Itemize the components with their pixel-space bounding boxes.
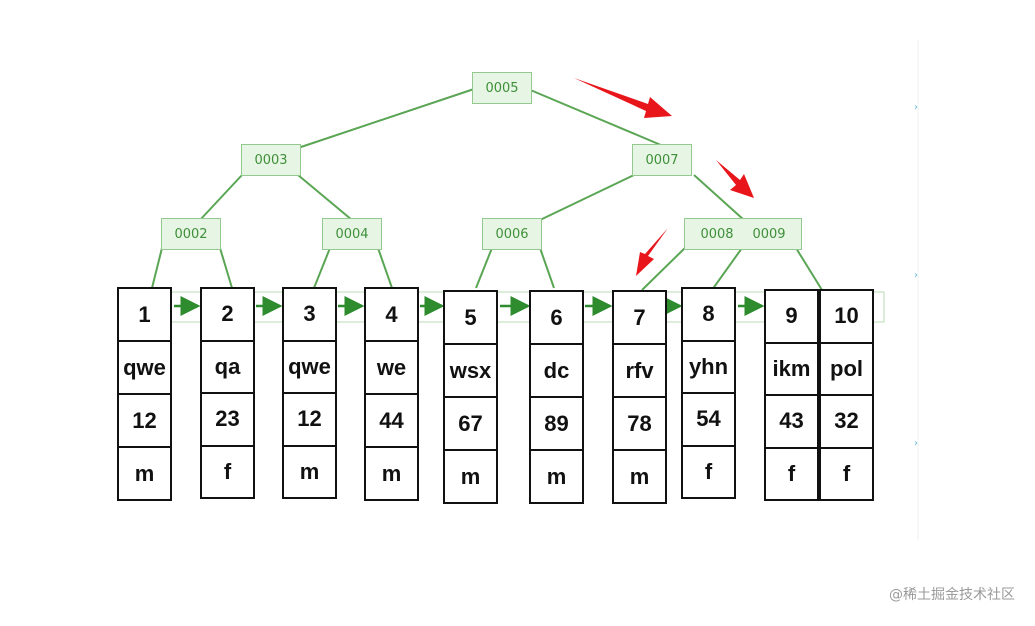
leaf-sex: f <box>704 458 713 484</box>
node-0006: 0006 <box>482 218 542 250</box>
edge-0007-0006 <box>539 174 635 221</box>
leaf-record: 8 yhn 54 f <box>681 287 736 499</box>
leaf-id: 6 <box>531 292 582 345</box>
leaf-sex: m <box>460 463 481 489</box>
leaf-id: 1 <box>119 289 170 342</box>
watermark: @稀土掘金技术社区 <box>889 587 1015 603</box>
leaf-record: 3 qwe 12 m <box>282 287 337 499</box>
leaf-age: 67 <box>445 398 496 451</box>
red-arrow-icon <box>574 78 672 118</box>
leaf-sex: f <box>842 460 851 486</box>
leaf-record: 9 ikm 43 f <box>764 289 819 501</box>
leaf-record: 2 qa 23 f <box>200 287 255 499</box>
leaf-age: 78 <box>614 398 665 451</box>
node-0007: 0007 <box>632 144 692 176</box>
leaf-id: 10 <box>821 291 872 344</box>
node-0008-0009: 0008 0009 <box>684 218 802 250</box>
node-0003: 0003 <box>241 144 301 176</box>
leaf-name: ikm <box>766 344 817 396</box>
tree-edges <box>151 88 823 291</box>
leaf-name: dc <box>531 345 582 398</box>
leaf-name: we <box>366 342 417 395</box>
leaf-sex: m <box>381 460 402 486</box>
edge-0002-1 <box>151 247 163 289</box>
edge-0003-0004 <box>297 174 353 221</box>
leaf-record: 6 dc 89 m <box>529 290 584 504</box>
leaf-name: rfv <box>614 345 665 398</box>
leaf-age: 32 <box>821 396 872 449</box>
edge-0003-0002 <box>199 174 243 221</box>
leaf-sex: f <box>787 460 796 486</box>
leaf-id: 4 <box>366 289 417 342</box>
leaf-sex: m <box>629 463 650 489</box>
leaf-age: 12 <box>284 394 335 447</box>
edge-0006-6 <box>539 247 555 289</box>
node-0009: 0009 <box>752 226 786 242</box>
leaf-age: 12 <box>119 395 170 448</box>
node-0002: 0002 <box>161 218 221 250</box>
leaf-age: 23 <box>202 394 253 447</box>
leaf-record: 4 we 44 m <box>364 287 419 501</box>
root-node: 0005 <box>472 72 532 104</box>
leaf-sex: m <box>546 463 567 489</box>
leaf-record: 10 pol 32 f <box>819 289 874 501</box>
edge-mark-icon: › <box>914 270 918 281</box>
leaf-age: 43 <box>766 396 817 449</box>
leaf-age: 54 <box>683 394 734 447</box>
leaf-id: 9 <box>766 291 817 344</box>
edge-0006-5 <box>475 247 493 289</box>
leaf-record: 1 qwe 12 m <box>117 287 172 501</box>
leaf-id: 5 <box>445 292 496 345</box>
leaf-id: 3 <box>284 289 335 342</box>
leaf-id: 8 <box>683 289 734 342</box>
edge-0002-2 <box>219 247 233 289</box>
edge-root-0003 <box>297 88 475 149</box>
leaf-name: wsx <box>445 345 496 398</box>
leaf-sex: m <box>134 460 155 486</box>
leaf-name: pol <box>821 344 872 396</box>
highlight-arrows <box>574 78 754 276</box>
leaf-id: 7 <box>614 292 665 345</box>
red-arrow-icon <box>716 160 754 198</box>
leaf-name: qwe <box>284 342 335 394</box>
edge-0009-8 <box>711 247 743 291</box>
leaf-age: 89 <box>531 398 582 451</box>
edge-mark-icon: › <box>914 102 918 113</box>
red-arrow-icon <box>636 228 668 276</box>
edge-root-0007 <box>527 88 669 149</box>
leaf-record: 7 rfv 78 m <box>612 290 667 504</box>
node-0004: 0004 <box>322 218 382 250</box>
leaf-sex: f <box>223 458 232 484</box>
edge-0008-7 <box>641 244 689 291</box>
leaf-id: 2 <box>202 289 253 342</box>
leaf-sex: m <box>299 458 320 484</box>
edge-0004-3 <box>313 247 331 289</box>
edge-0007-0009 <box>693 174 745 221</box>
edge-mark-icon: › <box>914 438 918 449</box>
leaf-name: qa <box>202 342 253 394</box>
edge-0004-4 <box>377 247 393 289</box>
leaf-age: 44 <box>366 395 417 448</box>
leaf-record: 5 wsx 67 m <box>443 290 498 504</box>
leaf-name: yhn <box>683 342 734 394</box>
edge-0009-10 <box>795 247 823 291</box>
node-0008: 0008 <box>700 226 734 242</box>
leaf-name: qwe <box>119 342 170 395</box>
